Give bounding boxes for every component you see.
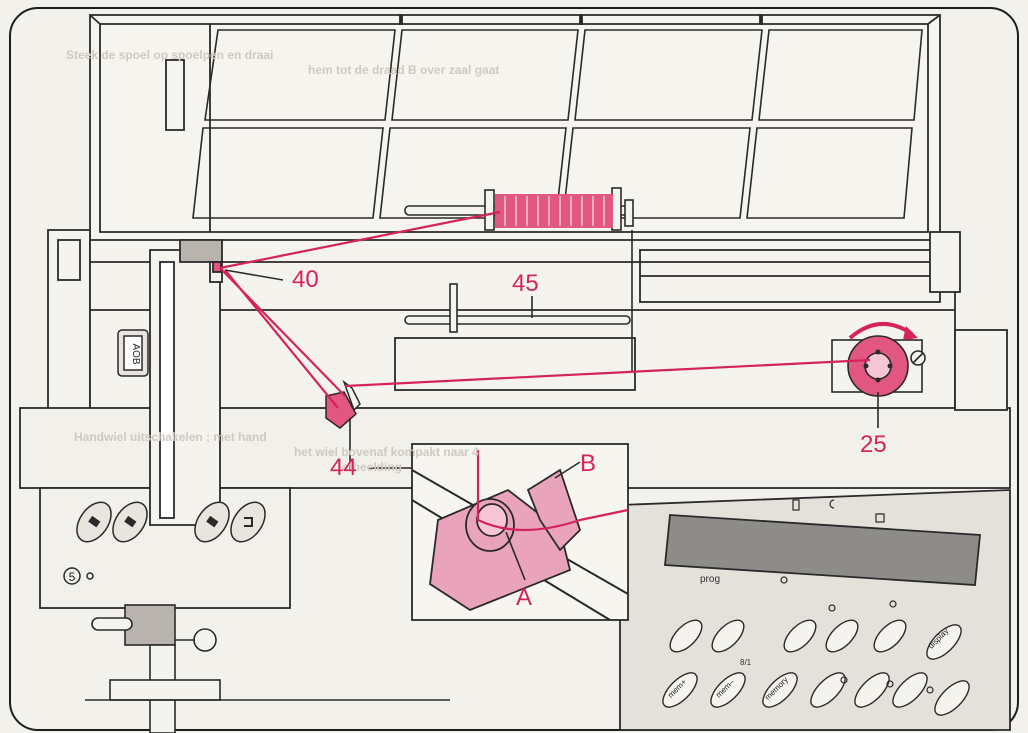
foot-indicator [86, 572, 94, 580]
mem-minus-suffix: 8/1 [740, 658, 752, 667]
show-through-line-3: Handwiel uitschakelen ; met hand [74, 430, 267, 444]
stitch-length-dial [117, 329, 149, 377]
callout-25: 25 [860, 431, 887, 458]
control-panel [619, 489, 1011, 731]
page-border [9, 7, 1019, 731]
winding-arrowhead [903, 326, 918, 340]
inset-label-b: B [580, 450, 597, 477]
bobbin-winder [831, 335, 926, 397]
spool-pin-lower [404, 230, 633, 372]
leader-lines [224, 269, 879, 470]
callout-44: 44 [330, 454, 357, 481]
lid-slot [165, 59, 185, 131]
front-button-icons [88, 515, 253, 528]
thread-path [219, 210, 871, 409]
presser-foot-area [85, 604, 450, 733]
callout-40: 40 [292, 266, 319, 293]
callout-45: 45 [512, 270, 539, 297]
panel-indicators [780, 499, 934, 694]
panel-prog-label: prog [700, 574, 721, 585]
show-through-line-4: het wiel bovenaf kompakt naar 4 [294, 445, 479, 459]
dial-label: AOB [130, 343, 141, 364]
machine-head-column [149, 239, 223, 526]
thread-spool [495, 194, 613, 228]
show-through-line-2: hem tot de draad B over zaal gaat [308, 63, 500, 77]
foot-symbol: 5 [69, 570, 76, 584]
front-buttons [76, 501, 266, 543]
show-through-line-5: afbeelding [342, 460, 403, 474]
inset-detail [411, 443, 629, 621]
foot-symbol-ring [63, 567, 81, 585]
panel-keys [662, 619, 970, 716]
inset-thread [476, 450, 629, 532]
inset-leaders [505, 461, 581, 581]
inset-label-a: A [516, 584, 533, 611]
lcd-display [664, 514, 981, 586]
show-through-line-1: Steek de spoel op spoelpen en draai [66, 48, 274, 62]
